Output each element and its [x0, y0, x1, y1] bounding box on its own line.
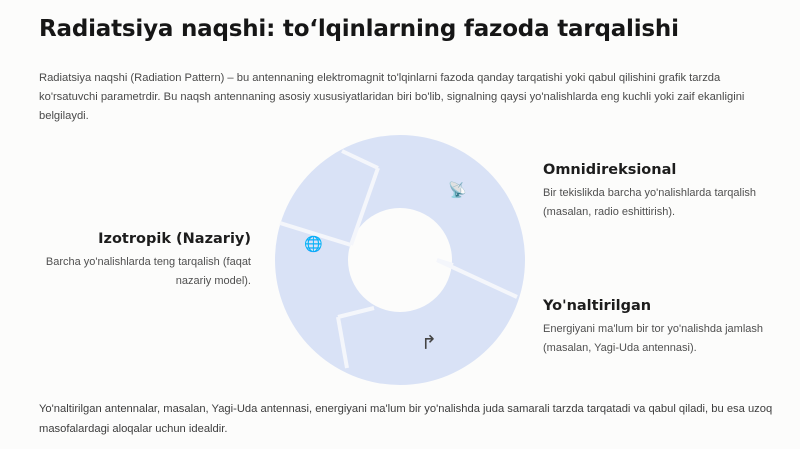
footer-paragraph: Yo'naltirilgan antennalar, masalan, Yagi… — [39, 403, 773, 435]
divider-right-stub — [436, 258, 454, 267]
globe-icon: 🌐 — [304, 236, 323, 253]
turn-right-arrow-icon: ↱ — [421, 333, 437, 354]
ring-hole — [348, 208, 452, 312]
antenna-icon: 📡 — [448, 182, 467, 199]
omnidirectional-desc: Bir tekislikda barcha yo'nalishlarda tar… — [543, 187, 757, 218]
cycle-ring — [275, 135, 525, 385]
page-title: Radiatsiya naqshi: to‘lqinlarning fazoda… — [39, 16, 679, 42]
divider-bottom-cap — [336, 316, 349, 369]
isotropic-label: Izotropik (Nazariy) Barcha yo'nalishlard… — [21, 231, 251, 291]
divider-top-cap — [341, 149, 379, 170]
directional-desc: Energiyani ma'lum bir tor yo'nalishda ja… — [543, 323, 764, 354]
divider-top-hook — [349, 167, 380, 246]
divider-bottom — [337, 306, 375, 319]
isotropic-title: Izotropik (Nazariy) — [98, 231, 251, 247]
directional-title: Yo'naltirilgan — [543, 298, 652, 314]
omnidirectional-title: Omnidireksional — [543, 162, 677, 178]
divider-left — [279, 221, 352, 247]
directional-label: Yo'naltirilgan Energiyani ma'lum bir tor… — [543, 298, 773, 358]
omnidirectional-label: Omnidireksional Bir tekislikda barcha yo… — [543, 162, 773, 222]
isotropic-desc: Barcha yo'nalishlarda teng tarqalish (fa… — [45, 256, 251, 287]
radiation-pattern-cycle-diagram: 📡 ↱ 🌐 — [270, 130, 530, 390]
intro-paragraph: Radiatsiya naqshi (Radiation Pattern) – … — [39, 72, 745, 122]
